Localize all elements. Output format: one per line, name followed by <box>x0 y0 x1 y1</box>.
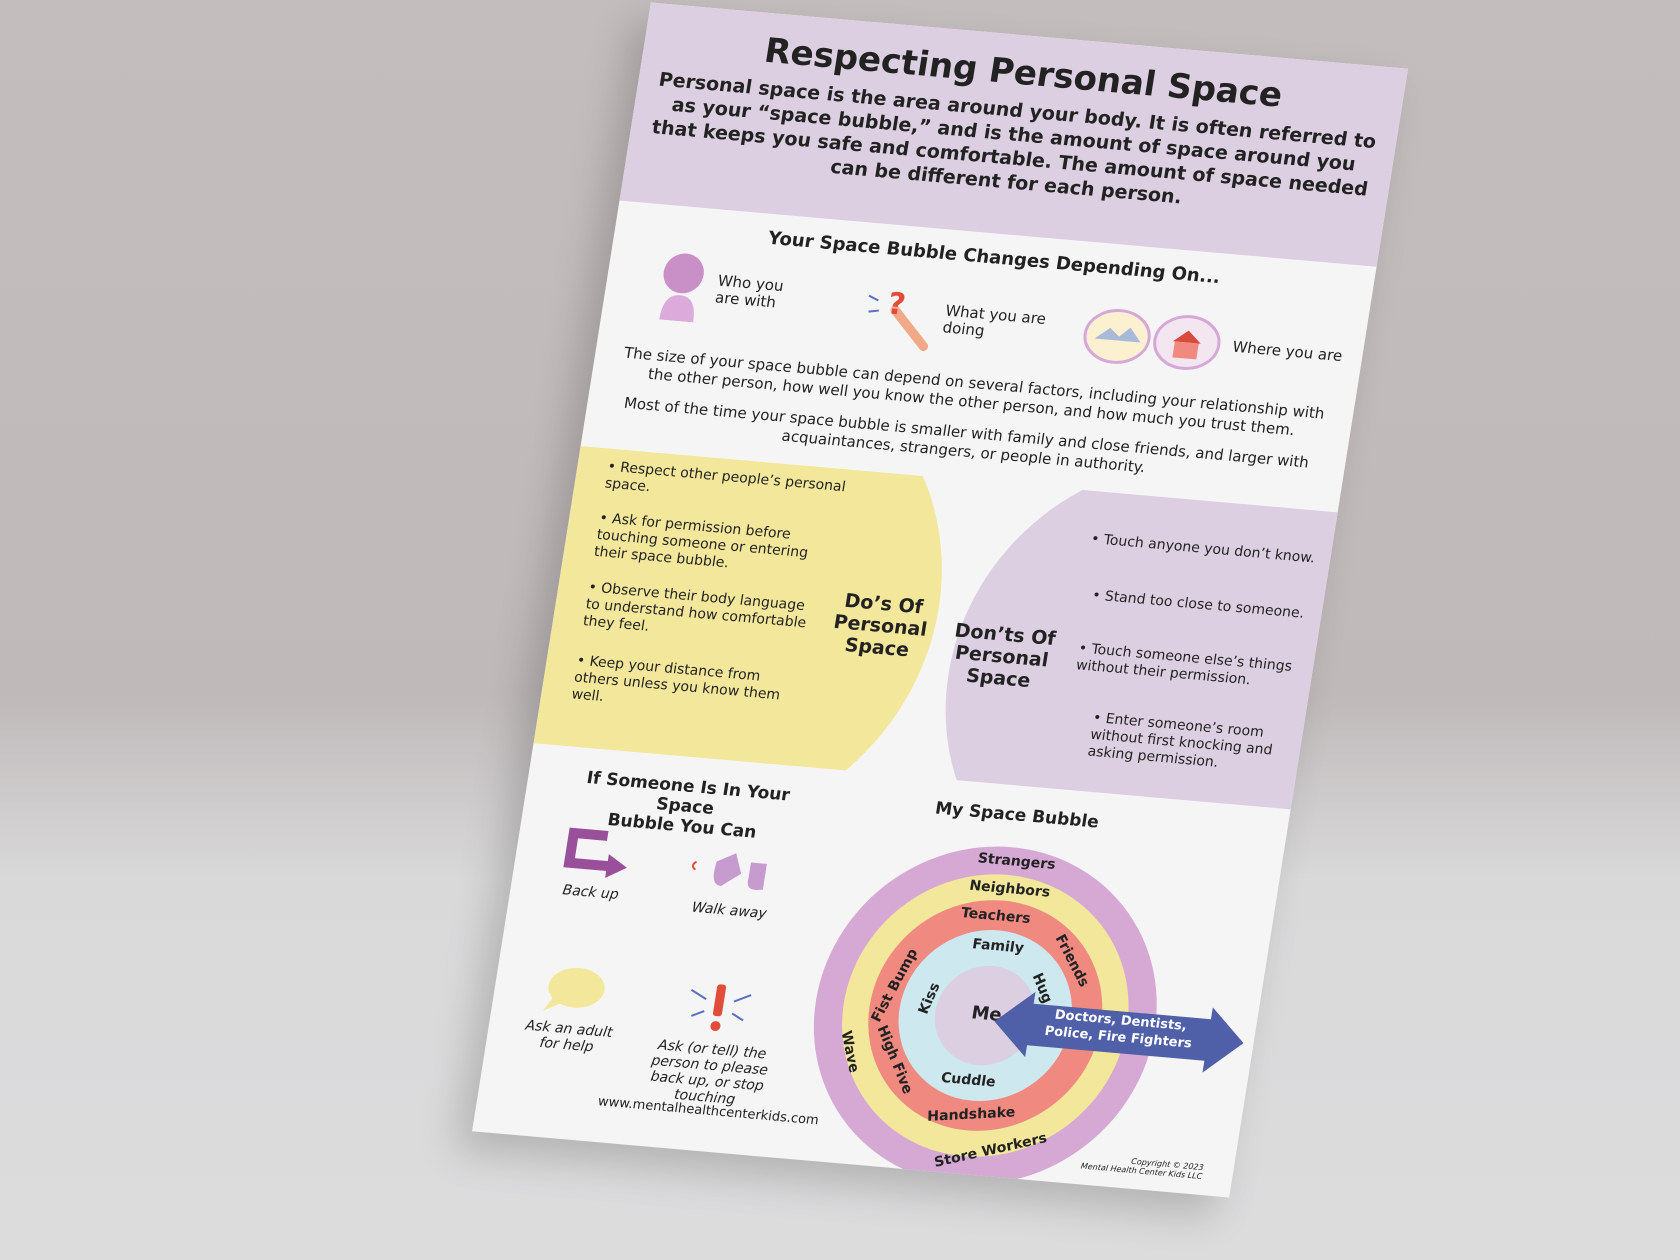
person-icon <box>659 253 704 323</box>
places-icon <box>1083 309 1221 370</box>
back-up-arrow-icon <box>563 827 627 878</box>
action-back-up: Back up <box>540 823 651 905</box>
factor-where: Where you are <box>1079 304 1347 386</box>
dos-donts-venn: Do’s Of Personal Space Don’ts Of Persona… <box>533 446 1338 810</box>
double-arrow-icon <box>994 991 1244 1073</box>
donts-title: Don’ts Of Personal Space <box>953 619 1058 693</box>
factor-who: Who you are with <box>651 249 787 329</box>
speech-bubble-icon <box>542 967 605 1011</box>
factor-what-label: What you are doing <box>941 301 1048 340</box>
dos-title: Do’s Of Personal Space <box>832 589 929 662</box>
authority-arrow: Doctors, Dentists, Police, Fire Fighters <box>989 987 1249 1078</box>
action-back-up-label: Back up <box>561 882 620 904</box>
exclamation-icon <box>690 984 752 1032</box>
factor-what: ? What you are doing <box>859 278 1050 363</box>
poster-sheet: Respecting Personal Space Personal space… <box>472 2 1408 1198</box>
action-walk-away: Walk away <box>668 838 799 924</box>
walking-feet-icon <box>691 853 767 891</box>
action-ask-adult: Ask an adult for help <box>503 945 641 1074</box>
action-ask-tell: Ask (or tell) the person to please back … <box>626 956 801 1127</box>
factor-who-label: Who you are with <box>713 271 785 312</box>
question-hand-icon: ? <box>868 287 929 352</box>
factor-where-label: Where you are <box>1231 337 1344 365</box>
svg-text:?: ? <box>885 287 908 323</box>
bubble-heading: My Space Bubble <box>933 798 1101 833</box>
action-ask-adult-label: Ask an adult for help <box>524 1017 614 1056</box>
